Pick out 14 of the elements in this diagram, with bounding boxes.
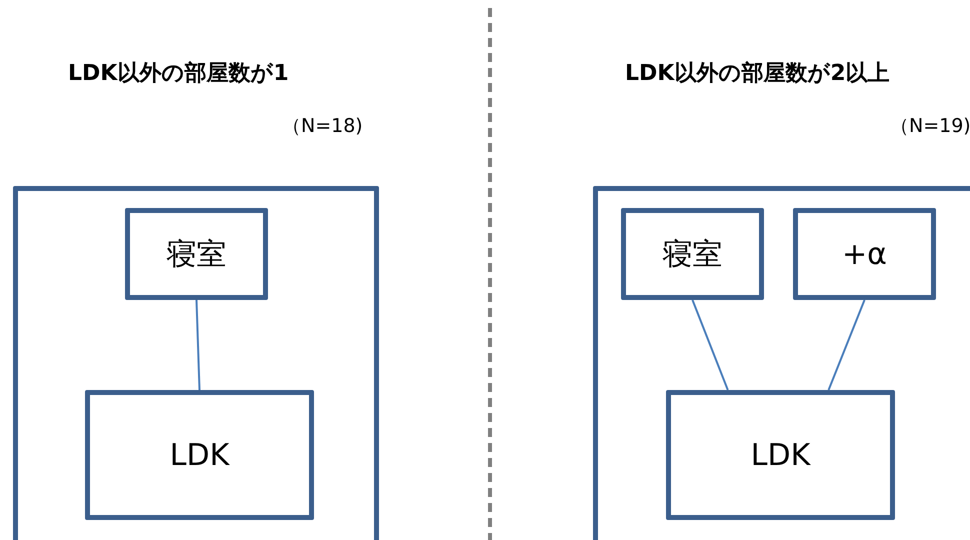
sample-size: （N=18) [282,114,363,139]
floor-plan-box [593,186,970,540]
room-box: 寝室 [621,208,764,300]
sample-size: （N=19) [890,114,970,139]
panel-title: LDK以外の部屋数が1 [68,60,289,88]
connector-line [196,300,200,390]
room-box: 寝室 [125,208,268,300]
room-box: +α [793,208,936,300]
room-box: LDK [666,390,895,520]
connector-line [692,300,729,390]
floor-plan-box [13,186,379,540]
room-box: LDK [85,390,314,520]
panel-title: LDK以外の部屋数が2以上 [625,60,890,88]
connector-line [828,300,866,390]
